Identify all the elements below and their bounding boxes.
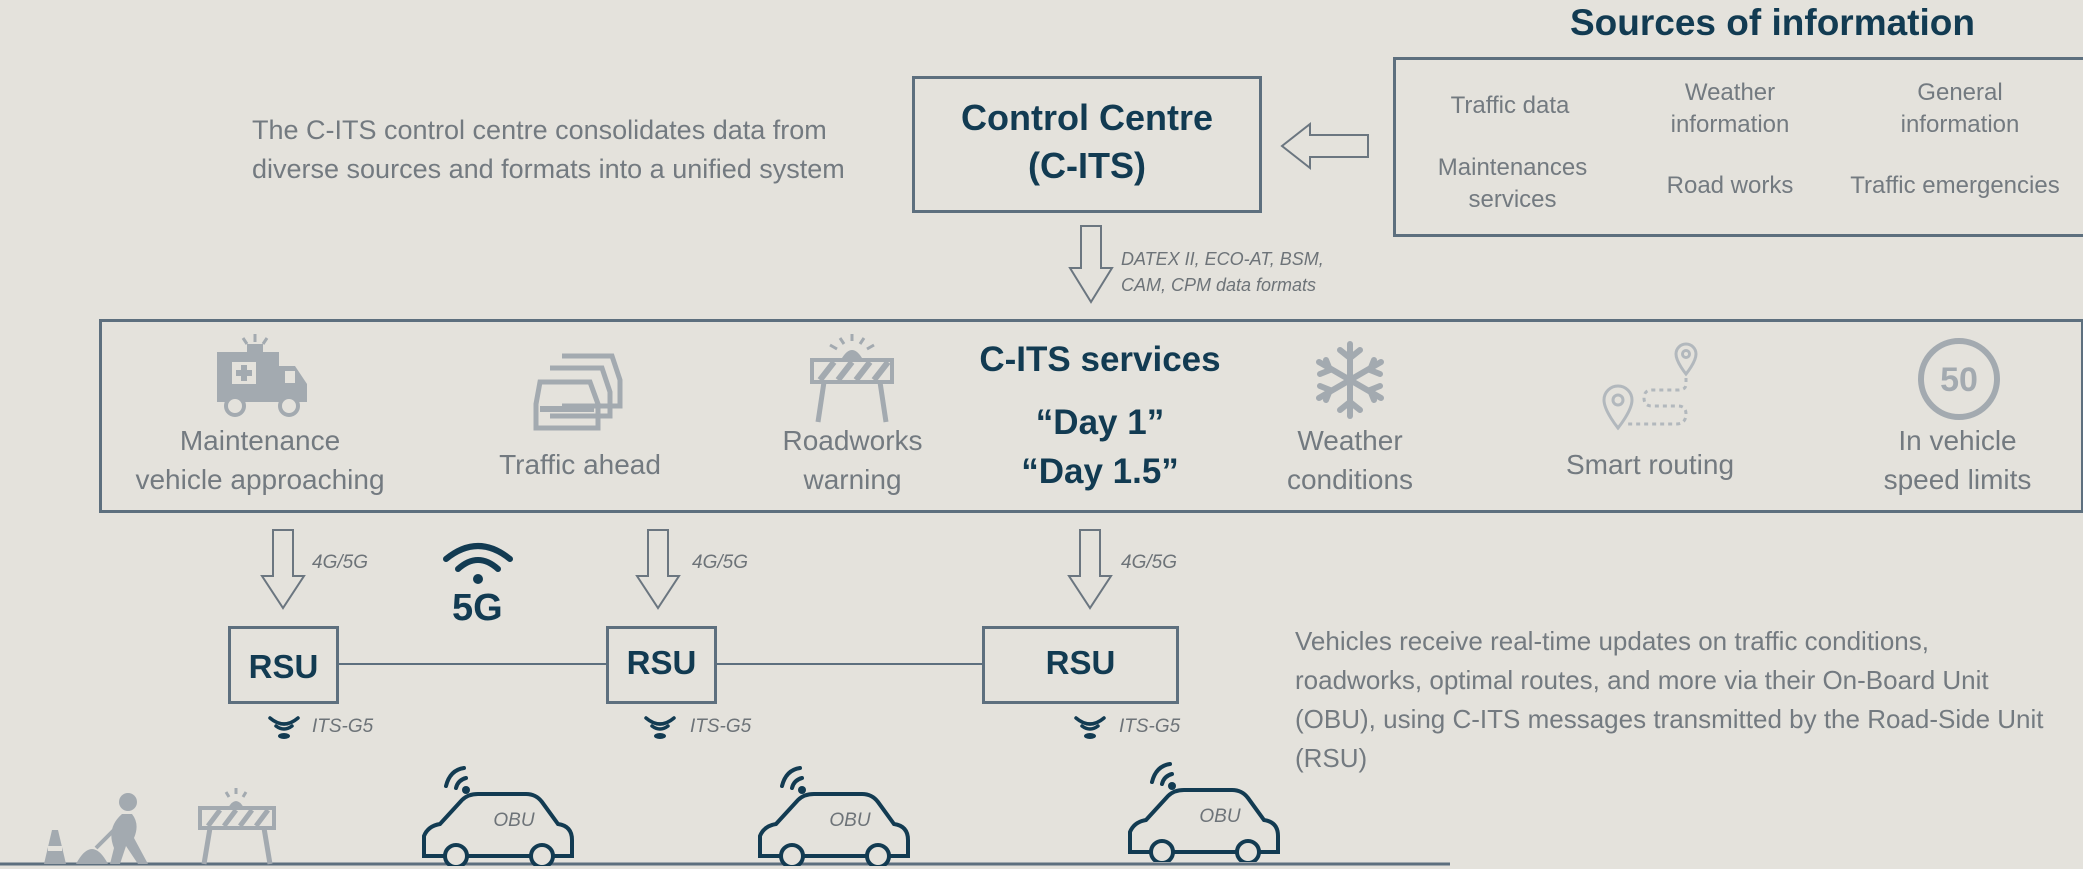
service-speed-limits: In vehicle speed limits [1883,425,2032,495]
snowflake-icon [1316,341,1384,419]
sources-title: Sources of information [1570,2,1975,43]
vehicles-description: Vehicles receive real-time updates on tr… [1295,626,2044,773]
link-arrow-3 [1067,529,1113,610]
obu-label-1: OBU [493,810,534,831]
link-label-1: 4G/5G [312,552,368,573]
link-label-3: 4G/5G [1121,552,1177,573]
source-weather-information: Weather information [1670,79,1790,138]
service-weather-conditions: Weather conditions [1286,425,1414,495]
source-traffic-data: Traffic data [1450,92,1570,119]
its-g5-label-2: ITS-G5 [690,716,752,737]
services-box [99,319,2083,513]
centre-to-services-arrow [1068,225,1114,304]
sources-to-centre-arrow [1280,121,1369,171]
maintenance-vehicle-icon [217,334,307,417]
rsu-label-1: RSU [248,648,319,685]
car-obu-icon-1: OBU [422,766,574,866]
service-roadworks-warning: Roadworks warning [782,425,923,495]
rsu-box-2 [606,626,717,704]
smart-routing-icon [1602,342,1698,431]
car-obu-icon-3: OBU [1128,762,1280,862]
its-g5-signal-icon-3 [1074,716,1106,739]
link-arrow-1 [260,529,306,610]
link-arrow-2 [635,529,681,610]
rsu-box-1 [228,626,339,704]
road-worker-scene-icon [44,788,276,865]
service-maintenance-vehicle: Maintenance vehicle approaching [135,425,385,495]
source-general-information: General information [1900,79,2020,138]
source-road-works: Road works [1666,172,1794,199]
obu-label-2: OBU [829,810,870,831]
its-g5-label-3: ITS-G5 [1119,716,1181,737]
speed-limit-sign-icon: 50 [1918,338,2000,420]
rsu-label-3: RSU [1045,644,1116,681]
traffic-ahead-icon [533,353,623,431]
roadworks-barrier-icon [810,334,894,423]
services-day15: “Day 1.5” [1021,452,1179,491]
service-smart-routing: Smart routing [1565,449,1735,480]
rsu-box-3 [982,626,1179,704]
link-label-2: 4G/5G [692,552,748,573]
services-title: C-ITS services [979,340,1221,379]
service-traffic-ahead: Traffic ahead [499,449,661,480]
source-maintenance-services: Maintenances services [1437,154,1588,213]
data-formats-label: DATEX II, ECO-AT, BSM, CAM, CPM data for… [1121,249,1324,295]
sources-box [1393,57,2083,237]
car-obu-icon-2: OBU [758,766,910,866]
wifi-icon [443,543,513,584]
rsu-label-2: RSU [626,644,697,681]
fiveg-label: 5G [452,587,503,629]
its-g5-label-1: ITS-G5 [312,716,374,737]
speed-limit-value: 50 [1940,361,1978,399]
services-day1: “Day 1” [1035,403,1165,442]
control-centre-box [912,76,1262,213]
its-g5-signal-icon-1 [268,716,300,739]
control-centre-description: The C-ITS control centre consolidates da… [252,115,845,184]
source-traffic-emergencies: Traffic emergencies [1850,172,2060,199]
control-centre-title: Control Centre (C-ITS) [961,97,1213,186]
its-g5-signal-icon-2 [644,716,676,739]
obu-label-3: OBU [1199,806,1240,827]
